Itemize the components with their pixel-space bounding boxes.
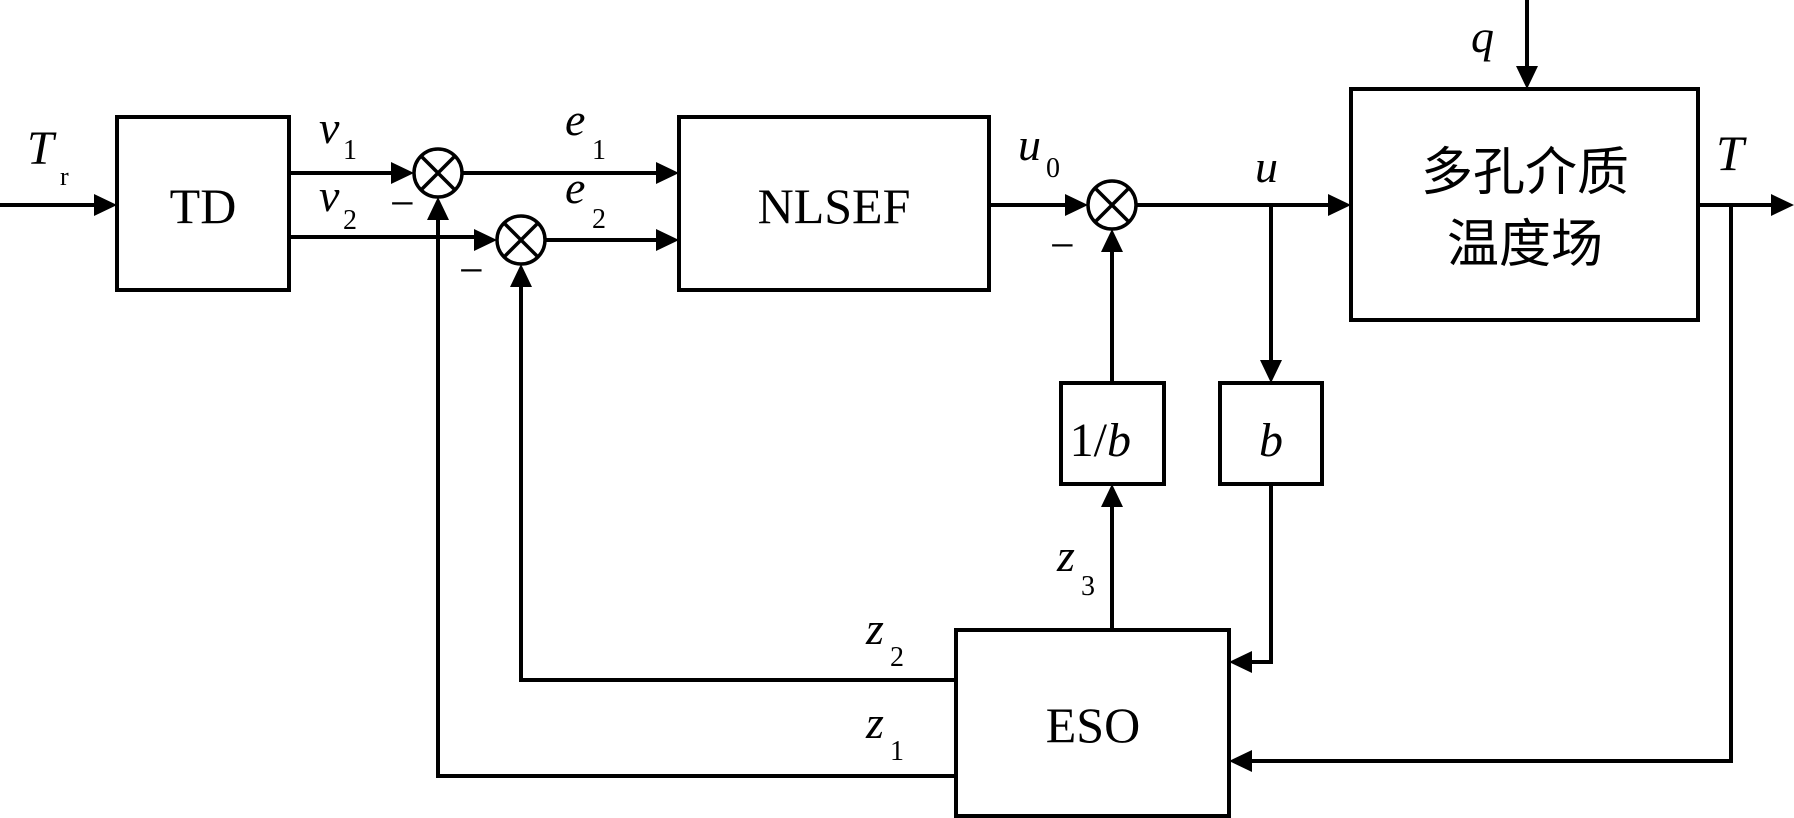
eso-label: ESO [1046, 697, 1140, 753]
arrowhead-q [1516, 66, 1538, 89]
sum-junction-1 [412, 147, 464, 199]
svg-text:1: 1 [343, 135, 357, 166]
arrowhead-tr [94, 194, 117, 216]
signal-e2: e 2 [565, 162, 606, 235]
svg-text:e: e [565, 162, 585, 213]
svg-text:e: e [565, 94, 585, 145]
arrowhead-inverse-b [1101, 229, 1123, 252]
signal-e1: e 1 [565, 94, 606, 166]
svg-text:T: T [27, 122, 57, 175]
svg-text:3: 3 [1081, 571, 1095, 602]
arrowhead-e1 [656, 162, 679, 184]
svg-text:2: 2 [592, 204, 606, 235]
wire-z1 [436, 216, 956, 778]
signal-z2: z 2 [865, 603, 904, 673]
svg-text:1: 1 [592, 135, 606, 166]
minus-sign-2: − [459, 246, 484, 295]
arrowhead-u0 [1065, 194, 1088, 216]
svg-text:u: u [1018, 119, 1041, 170]
svg-text:b: b [1107, 414, 1131, 467]
wire-b-to-eso [1248, 484, 1273, 664]
arrowhead-z2 [510, 264, 532, 287]
wire-z2 [519, 283, 956, 682]
b-block [1218, 381, 1324, 486]
svg-text:v: v [319, 170, 340, 221]
td-label: TD [170, 178, 237, 234]
plant-label-line2: 温度场 [1447, 215, 1603, 275]
signal-v1: v 1 [319, 102, 357, 166]
minus-sign-1: − [390, 179, 415, 228]
signal-z3: z 3 [1056, 530, 1095, 602]
arrowhead-e2 [656, 229, 679, 251]
sum-junction-2 [495, 214, 547, 266]
svg-text:v: v [319, 102, 340, 153]
td-block [115, 115, 291, 292]
svg-text:1: 1 [890, 736, 904, 767]
signal-q: q [1471, 11, 1494, 62]
signal-v2: v 2 [319, 170, 357, 236]
inverse-b-label: 1/ b [1070, 414, 1131, 467]
svg-text:1/: 1/ [1070, 414, 1108, 467]
minus-sign-3: − [1050, 221, 1075, 270]
nlsef-label: NLSEF [758, 178, 911, 234]
svg-text:z: z [865, 697, 884, 748]
b-label: b [1259, 414, 1283, 467]
svg-text:z: z [865, 603, 884, 654]
arrowhead-t-feedback [1229, 750, 1252, 772]
wire-t-feedback [1248, 205, 1733, 763]
plant-block [1349, 87, 1700, 322]
signal-u0: u 0 [1018, 119, 1060, 184]
sum-junction-3 [1086, 179, 1138, 231]
arrowhead-v2 [474, 229, 497, 251]
plant-label-line1: 多孔介质 [1421, 143, 1629, 203]
arrowhead-z3 [1101, 484, 1123, 507]
signal-tr: T r [27, 122, 69, 191]
arrowhead-b-to-eso [1229, 651, 1252, 673]
eso-block [954, 628, 1231, 818]
signal-t-out: T [1716, 125, 1747, 181]
svg-text:z: z [1056, 530, 1075, 581]
svg-text:2: 2 [890, 642, 904, 673]
nlsef-block [677, 115, 991, 292]
arrowhead-u [1328, 194, 1351, 216]
arrowhead-t [1771, 194, 1794, 216]
arrowhead-v1 [391, 162, 414, 184]
svg-text:0: 0 [1046, 153, 1060, 184]
arrowhead-z1 [427, 197, 449, 220]
arrowhead-u-to-b [1260, 360, 1282, 383]
signal-z1: z 1 [865, 697, 904, 767]
svg-text:r: r [60, 162, 69, 191]
signal-u: u [1255, 141, 1278, 192]
svg-text:2: 2 [343, 205, 357, 236]
